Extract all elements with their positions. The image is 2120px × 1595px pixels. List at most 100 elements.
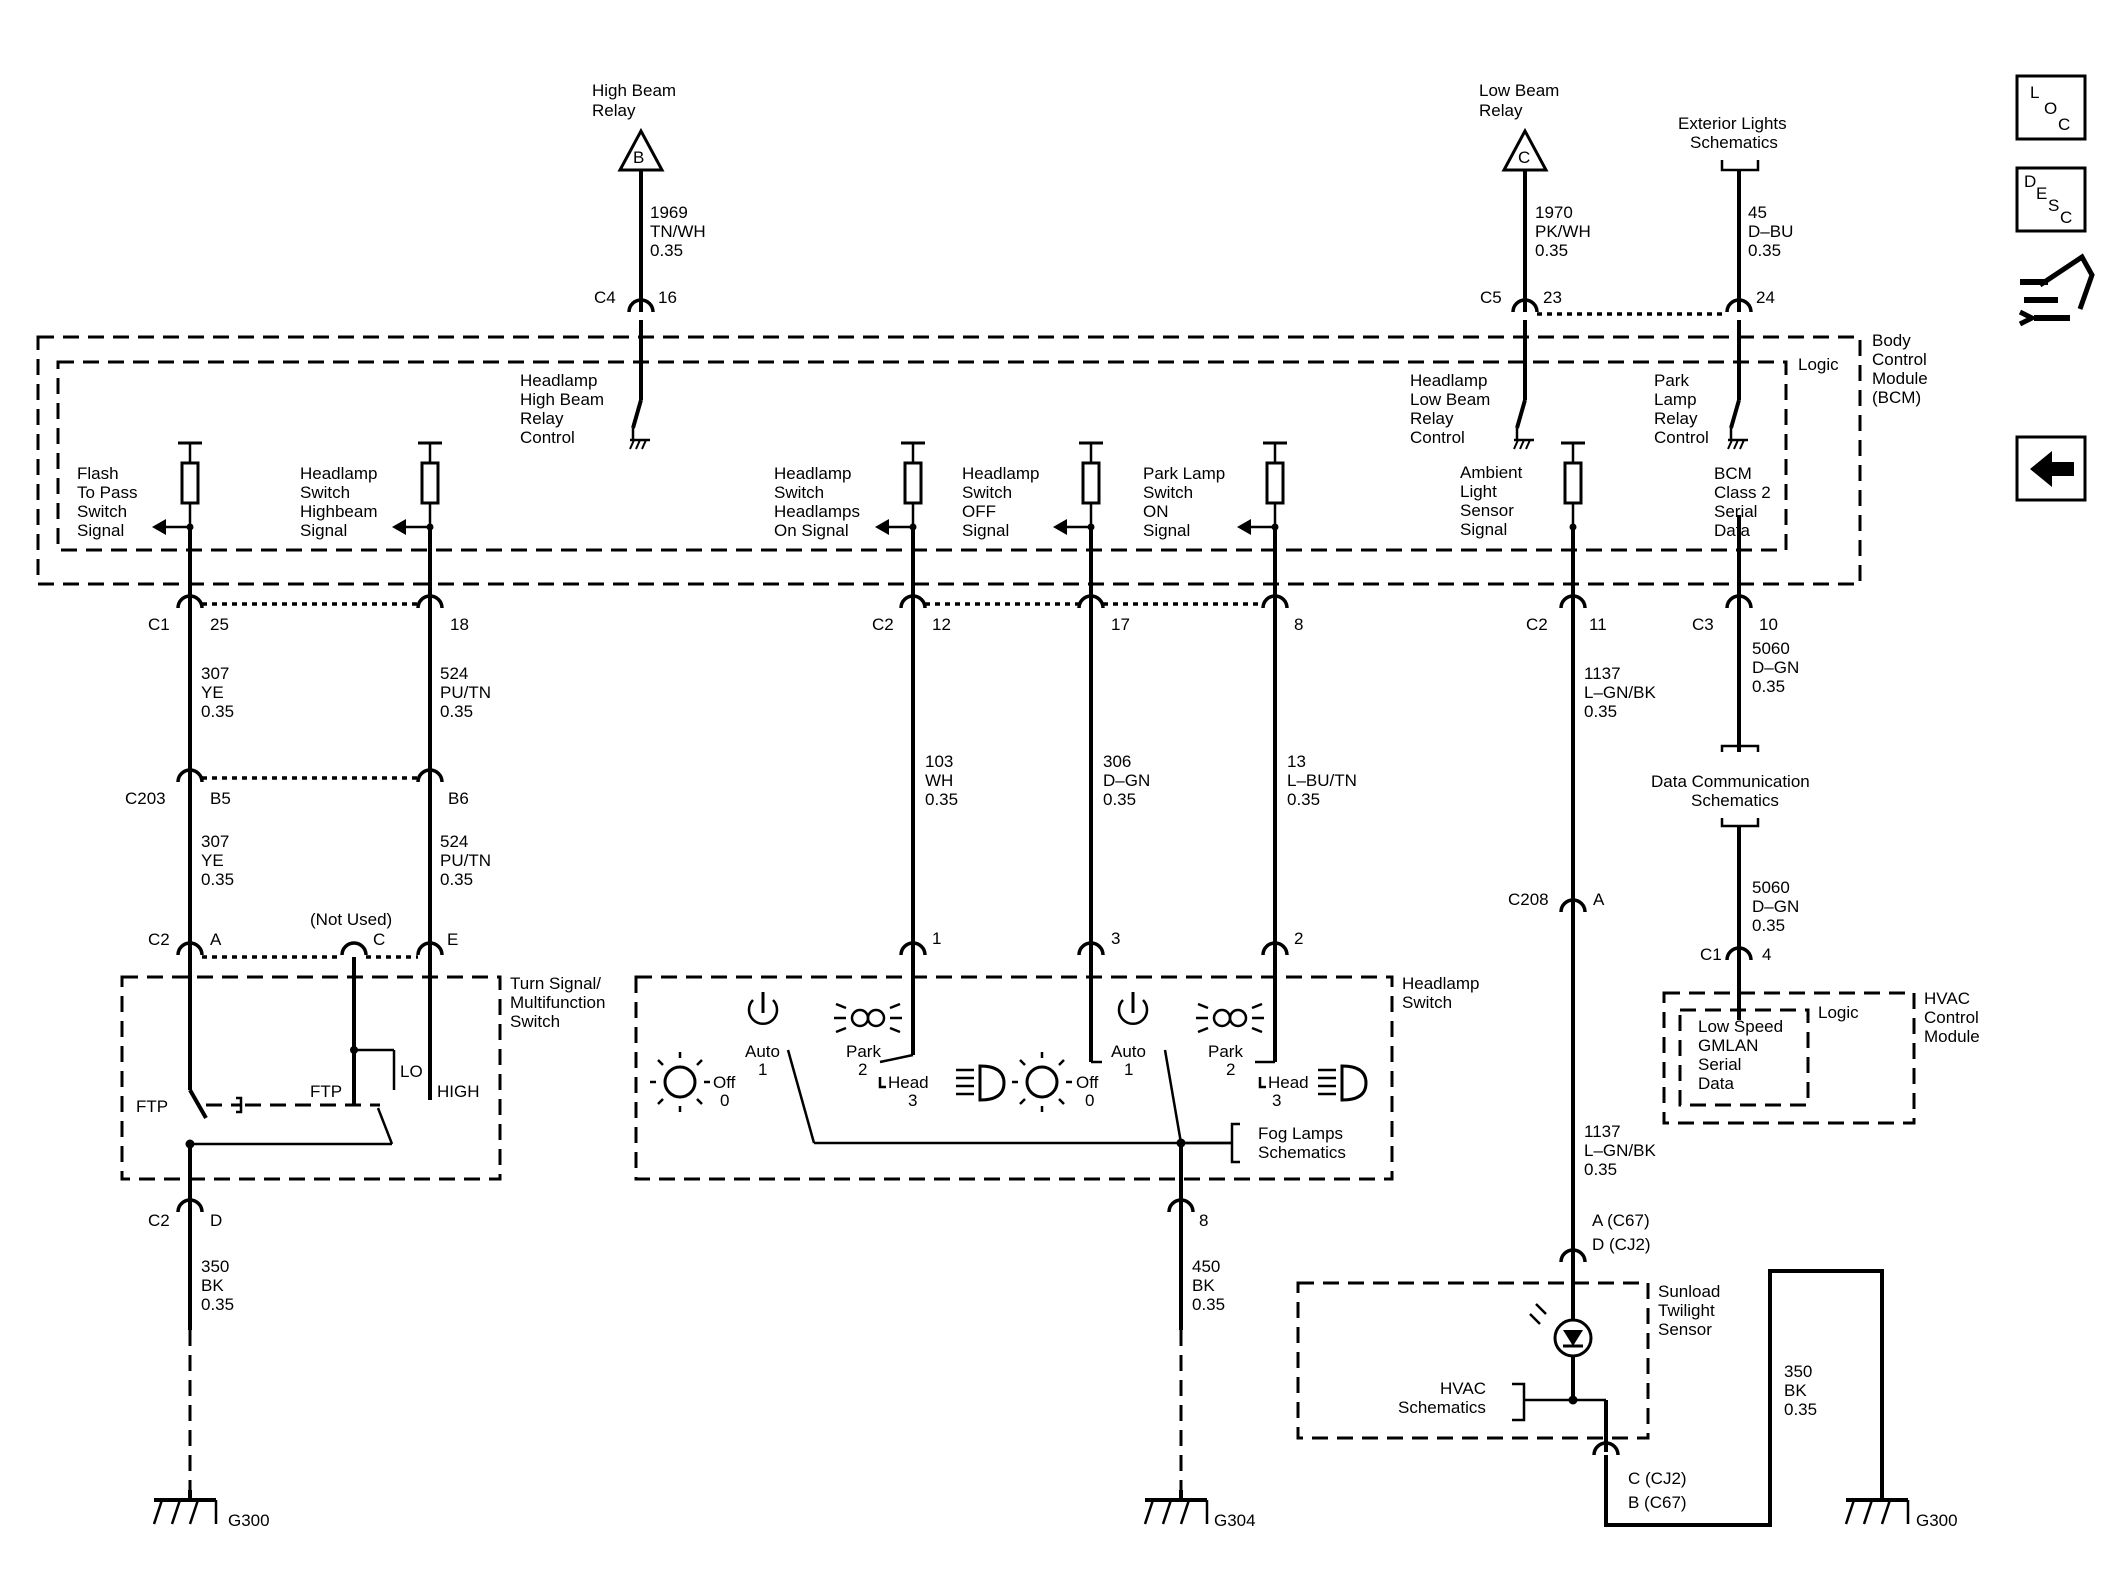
park-lamp-icon	[834, 1002, 902, 1034]
low-beam-relay: Low Beam Relay C	[1479, 81, 1559, 172]
svg-text:Fog Lamps: Fog Lamps	[1258, 1124, 1343, 1143]
svg-text:Relay: Relay	[1410, 409, 1454, 428]
svg-text:24: 24	[1756, 288, 1775, 307]
svg-text:Control: Control	[1924, 1008, 1979, 1027]
svg-text:Auto: Auto	[745, 1042, 780, 1061]
svg-text:O: O	[2044, 99, 2057, 118]
svg-text:Turn Signal/: Turn Signal/	[510, 974, 601, 993]
svg-text:C1: C1	[148, 615, 170, 634]
svg-text:PU/TN: PU/TN	[440, 851, 491, 870]
svg-text:D–GN: D–GN	[1752, 897, 1799, 916]
svg-text:4: 4	[1762, 945, 1771, 964]
back-arrow-icon[interactable]	[2015, 435, 2087, 502]
svg-text:2: 2	[1226, 1060, 1235, 1079]
svg-text:Module: Module	[1872, 369, 1928, 388]
svg-text:(BCM): (BCM)	[1872, 388, 1921, 407]
svg-text:YE: YE	[201, 683, 224, 702]
connector-end-view-icon[interactable]	[2018, 253, 2095, 327]
svg-text:17: 17	[1111, 615, 1130, 634]
svg-text:524: 524	[440, 832, 468, 851]
svg-text:Control: Control	[1872, 350, 1927, 369]
svg-text:Switch: Switch	[510, 1012, 560, 1031]
headlight-icon	[956, 1064, 1006, 1102]
svg-text:OFF: OFF	[962, 502, 996, 521]
svg-text:Headlamp: Headlamp	[1402, 974, 1480, 993]
svg-text:450: 450	[1192, 1257, 1220, 1276]
svg-text:Relay: Relay	[1654, 409, 1698, 428]
svg-text:1: 1	[932, 929, 941, 948]
svg-text:0.35: 0.35	[1192, 1295, 1225, 1314]
svg-text:Light: Light	[1460, 482, 1497, 501]
svg-text:8: 8	[1294, 615, 1303, 634]
svg-text:Headlamps: Headlamps	[774, 502, 860, 521]
loc-button[interactable]: LOC	[2015, 74, 2087, 141]
svg-text:Auto: Auto	[1111, 1042, 1146, 1061]
svg-text:HVAC: HVAC	[1924, 989, 1970, 1008]
svg-text:Signal: Signal	[300, 521, 347, 540]
svg-text:D (CJ2): D (CJ2)	[1592, 1235, 1651, 1254]
svg-text:Ambient: Ambient	[1460, 463, 1523, 482]
ground-g300-left: G300	[152, 1490, 270, 1530]
svg-text:Relay: Relay	[520, 409, 564, 428]
svg-text:Park Lamp: Park Lamp	[1143, 464, 1225, 483]
svg-text:350: 350	[201, 1257, 229, 1276]
svg-text:B (C67): B (C67)	[1628, 1493, 1687, 1512]
svg-text:Data: Data	[1698, 1074, 1734, 1093]
svg-text:FTP: FTP	[310, 1082, 342, 1101]
svg-text:0.35: 0.35	[1103, 790, 1136, 809]
svg-text:Twilight: Twilight	[1658, 1301, 1715, 1320]
svg-text:L: L	[2030, 83, 2039, 102]
svg-text:0.35: 0.35	[1784, 1400, 1817, 1419]
svg-text:Off: Off	[1076, 1073, 1099, 1092]
headlight-icon-2	[1318, 1064, 1368, 1102]
svg-text:PK/WH: PK/WH	[1535, 222, 1591, 241]
svg-text:D–GN: D–GN	[1752, 658, 1799, 677]
park-lamp-icon-2	[1196, 1002, 1264, 1034]
svg-text:BK: BK	[1192, 1276, 1215, 1295]
svg-text:YE: YE	[201, 851, 224, 870]
svg-text:C203: C203	[125, 789, 166, 808]
svg-text:2: 2	[1294, 929, 1303, 948]
exterior-lights-reference: Exterior Lights Schematics	[1678, 114, 1787, 172]
svg-text:3: 3	[1272, 1091, 1281, 1110]
svg-text:C208: C208	[1508, 890, 1549, 909]
svg-text:Lamp: Lamp	[1654, 390, 1697, 409]
svg-text:(Not Used): (Not Used)	[310, 910, 392, 929]
svg-text:2: 2	[858, 1060, 867, 1079]
svg-text:C3: C3	[1692, 615, 1714, 634]
wire-label-45: 45D–BU0.35	[1748, 203, 1793, 260]
wire-label-13: 13L–BU/TN0.35	[1287, 752, 1357, 809]
svg-text:D: D	[2024, 172, 2036, 191]
connector-sunload-bottom: C (CJ2)B (C67)	[1592, 1441, 1687, 1512]
svg-text:LO: LO	[400, 1062, 423, 1081]
svg-text:0.35: 0.35	[1535, 241, 1568, 260]
svg-text:Switch: Switch	[774, 483, 824, 502]
svg-text:0.35: 0.35	[1748, 241, 1781, 260]
svg-text:Schematics: Schematics	[1258, 1143, 1346, 1162]
svg-text:0.35: 0.35	[1584, 1160, 1617, 1179]
svg-text:B: B	[633, 148, 644, 167]
svg-text:23: 23	[1543, 288, 1562, 307]
svg-text:8: 8	[1199, 1211, 1208, 1230]
svg-text:0.35: 0.35	[925, 790, 958, 809]
svg-text:45: 45	[1748, 203, 1767, 222]
svg-text:Module: Module	[1924, 1027, 1980, 1046]
svg-text:Low Speed: Low Speed	[1698, 1017, 1783, 1036]
svg-text:High Beam: High Beam	[520, 390, 604, 409]
svg-text:Switch: Switch	[1402, 993, 1452, 1012]
